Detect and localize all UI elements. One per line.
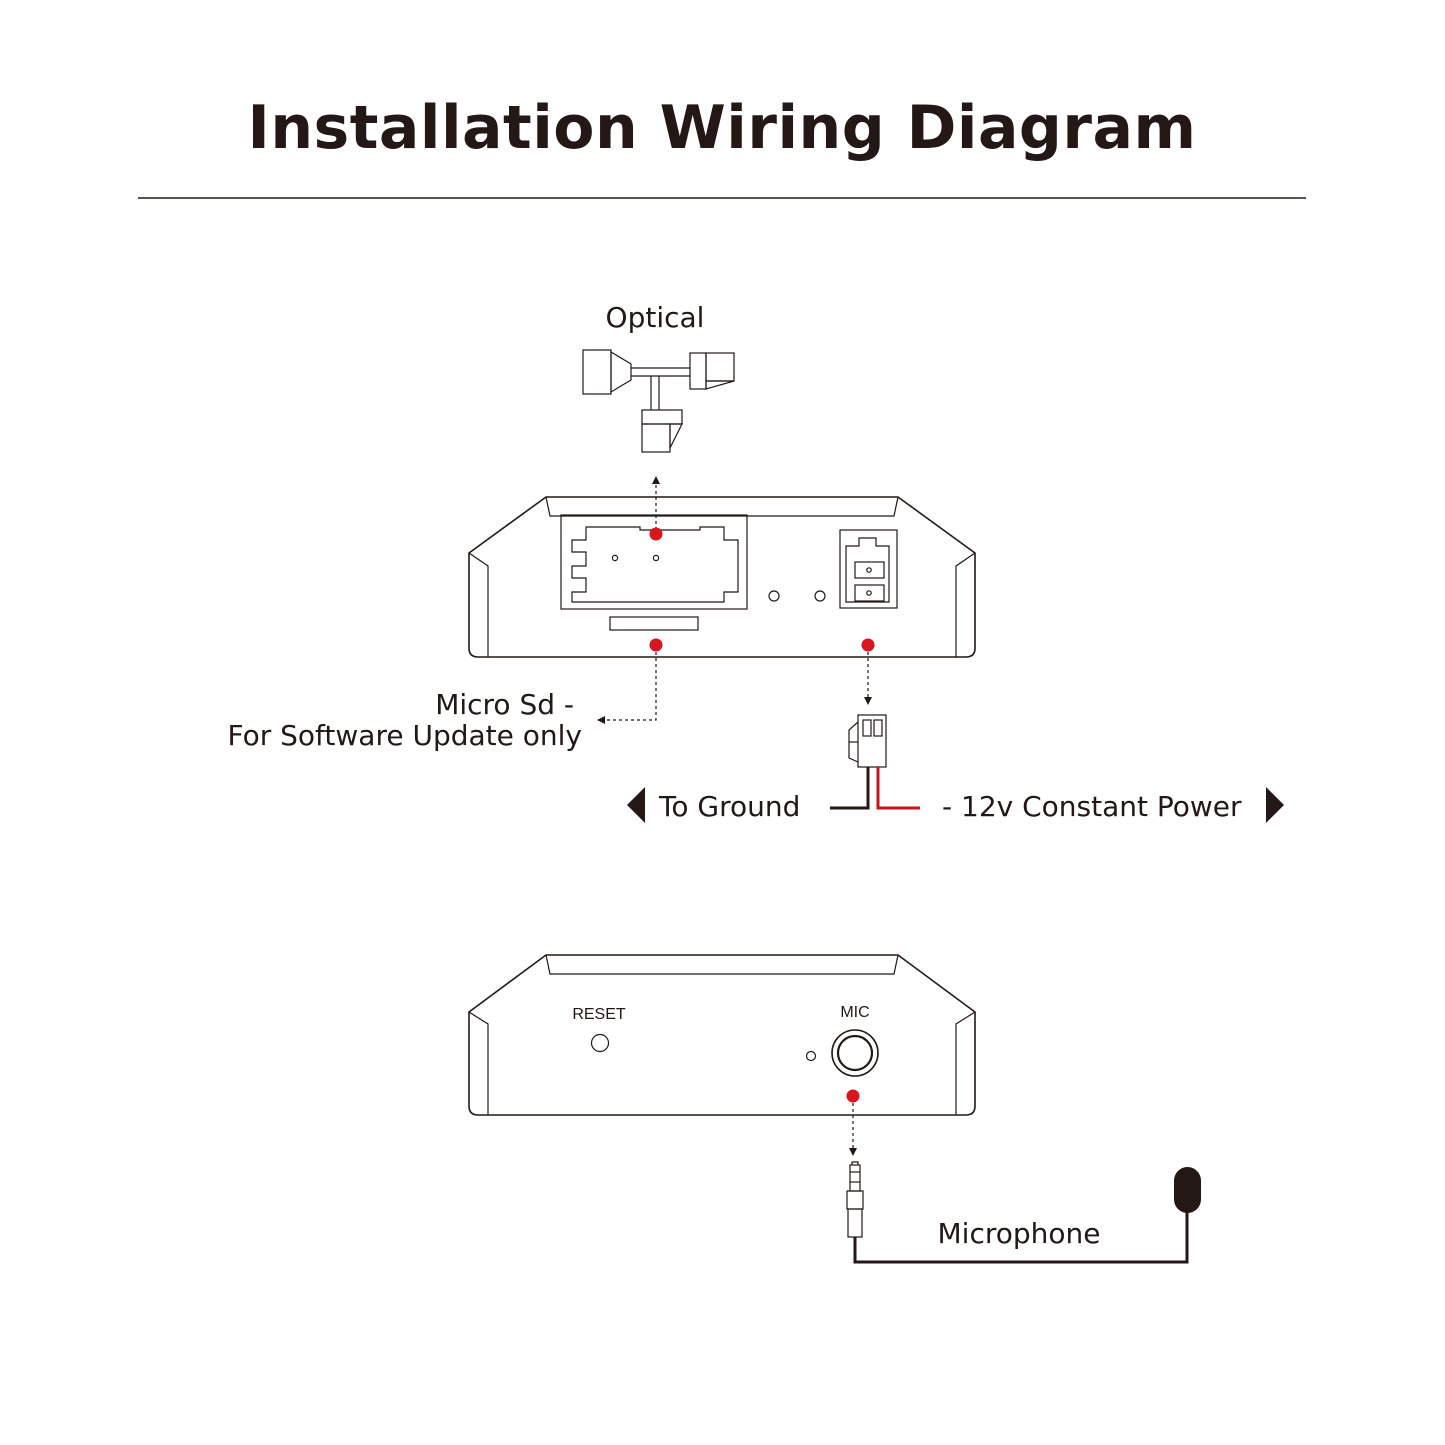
- mic-label: MIC: [840, 1004, 869, 1021]
- status-led: [805, 1050, 817, 1062]
- reset-button[interactable]: [590, 1033, 610, 1053]
- mic-cable: [853, 1212, 1189, 1264]
- optical-label: Optical: [606, 301, 705, 334]
- power-wire: [876, 767, 920, 810]
- micro-sd-sublabel: For Software Update only: [227, 719, 582, 752]
- ground-wire: [830, 767, 870, 810]
- sd-slot-marker: [649, 638, 663, 652]
- page-title: Installation Wiring Diagram: [248, 93, 1197, 163]
- micro-sd-label: Micro Sd -: [435, 688, 574, 721]
- right-arrow-icon: [1266, 787, 1284, 823]
- power-label: - 12v Constant Power: [942, 790, 1242, 823]
- reset-label: RESET: [572, 1006, 626, 1023]
- microphone-label: Microphone: [938, 1217, 1101, 1250]
- optical-connector: Optical: [582, 301, 735, 453]
- mic-plug: [846, 1161, 864, 1238]
- optical-port-marker: [649, 527, 663, 541]
- microphone-icon: [1174, 1167, 1201, 1213]
- unit-front-panel: RESET MIC: [468, 954, 976, 1116]
- mic-jack-marker: [846, 1089, 860, 1103]
- power-plug: [848, 714, 887, 768]
- unit-rear-panel: [468, 496, 976, 658]
- ground-label: To Ground: [658, 790, 800, 823]
- left-arrow-icon: [627, 787, 645, 823]
- power-port-marker: [861, 638, 875, 652]
- mic-jack[interactable]: [831, 1029, 879, 1077]
